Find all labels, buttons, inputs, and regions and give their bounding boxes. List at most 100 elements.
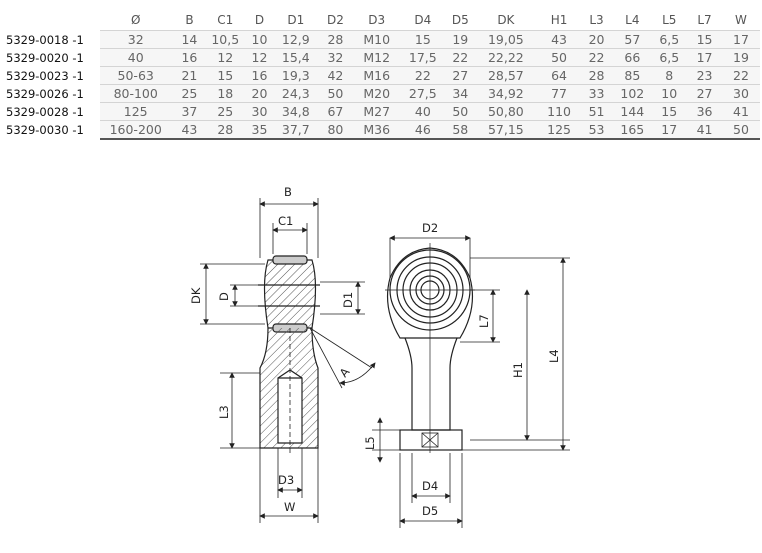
table-cell: 25 (171, 84, 208, 103)
table-cell: M36 (354, 120, 399, 140)
table-cell: 24,3 (275, 84, 316, 103)
label-C1: C1 (278, 214, 293, 228)
table-cell: M20 (354, 84, 399, 103)
table-cell: 50,80 (473, 102, 539, 121)
table-cell: 12 (243, 48, 276, 67)
table-cell: 10 (651, 84, 688, 103)
table-cell: M12 (354, 48, 399, 67)
label-L7: L7 (477, 314, 491, 328)
column-header: H1 (538, 10, 580, 31)
table-cell: 77 (538, 84, 580, 103)
table-cell: 85 (613, 66, 652, 85)
table-cell: 66 (613, 48, 652, 67)
table-cell: 50 (721, 120, 760, 140)
table-cell: 51 (579, 102, 614, 121)
table-cell: 41 (721, 102, 760, 121)
table-cell: 12,9 (275, 30, 316, 49)
table-cell: 30 (721, 84, 760, 103)
column-header: L4 (613, 10, 652, 31)
label-L4: L4 (547, 349, 561, 363)
table-cell: 22 (398, 66, 448, 85)
header-blank (0, 10, 100, 31)
table-cell: 40 (398, 102, 448, 121)
table-cell: 46 (398, 120, 448, 140)
part-number: 5329-0026 -1 (0, 84, 100, 103)
column-header: L7 (687, 10, 722, 31)
table-cell: 36 (687, 102, 722, 121)
table-cell: 14 (171, 30, 208, 49)
rod-end-drawing: B C1 DK D D1 A L3 D3 W D2 L7 H1 L4 L5 D4… (189, 185, 570, 528)
table-cell: 19 (721, 48, 760, 67)
table-cell: M10 (354, 30, 399, 49)
column-header: D5 (447, 10, 474, 31)
table-cell: 22 (447, 48, 474, 67)
label-L3: L3 (217, 405, 231, 419)
section-view (258, 255, 376, 453)
table-cell: 37,7 (275, 120, 316, 140)
table-cell: 125 (99, 102, 172, 121)
part-number: 5329-0018 -1 (0, 30, 100, 49)
label-D4: D4 (422, 479, 438, 493)
table-cell: 19,05 (473, 30, 539, 49)
table-cell: 125 (538, 120, 580, 140)
label-H1: H1 (511, 362, 525, 378)
table-cell: 30 (243, 102, 276, 121)
table-cell: 6,5 (651, 48, 688, 67)
table-cell: 21 (171, 66, 208, 85)
column-header: C1 (207, 10, 244, 31)
table-cell: 34,92 (473, 84, 539, 103)
table-cell: 41 (687, 120, 722, 140)
label-W: W (284, 500, 295, 514)
table-cell: 28 (315, 30, 355, 49)
label-D2: D2 (422, 221, 438, 235)
table-cell: 15,4 (275, 48, 316, 67)
part-number: 5329-0020 -1 (0, 48, 100, 67)
table-cell: 27 (447, 66, 474, 85)
table-cell: 20 (579, 30, 614, 49)
table-cell: M27 (354, 102, 399, 121)
table-cell: 160-200 (99, 120, 172, 140)
table-cell: M16 (354, 66, 399, 85)
table-cell: 12 (207, 48, 244, 67)
table-cell: 17 (651, 120, 688, 140)
table-cell: 40 (99, 48, 172, 67)
column-header: Ø (99, 10, 172, 31)
column-header: D2 (315, 10, 355, 31)
table-cell: 22 (721, 66, 760, 85)
table-cell: 17 (687, 48, 722, 67)
table-cell: 8 (651, 66, 688, 85)
table-cell: 80-100 (99, 84, 172, 103)
part-number: 5329-0023 -1 (0, 66, 100, 85)
label-D5: D5 (422, 504, 438, 518)
table-cell: 57,15 (473, 120, 539, 140)
table-cell: 28 (207, 120, 244, 140)
table-cell: 20 (243, 84, 276, 103)
label-DK: DK (189, 287, 203, 304)
table-cell: 15 (687, 30, 722, 49)
table-cell: 17 (721, 30, 760, 49)
column-header: D (243, 10, 276, 31)
table-cell: 27,5 (398, 84, 448, 103)
label-B: B (284, 185, 292, 199)
column-header: DK (473, 10, 539, 31)
column-header: D1 (275, 10, 316, 31)
table-cell: 23 (687, 66, 722, 85)
label-D1: D1 (341, 292, 355, 308)
table-cell: 27 (687, 84, 722, 103)
column-header: D4 (398, 10, 448, 31)
table-cell: 17,5 (398, 48, 448, 67)
column-header: L5 (651, 10, 688, 31)
table-cell: 42 (315, 66, 355, 85)
column-header: B (171, 10, 208, 31)
table-cell: 19 (447, 30, 474, 49)
part-number: 5329-0028 -1 (0, 102, 100, 121)
table-cell: 15 (651, 102, 688, 121)
table-cell: 22 (579, 48, 614, 67)
table-cell: 58 (447, 120, 474, 140)
